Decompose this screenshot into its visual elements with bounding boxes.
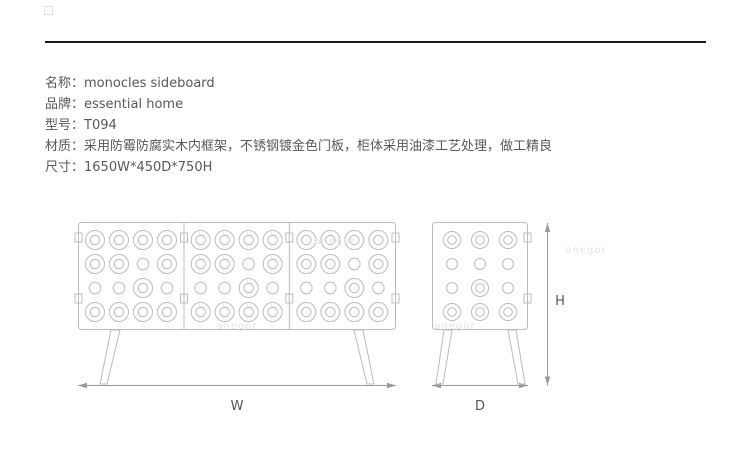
top-divider-line bbox=[45, 41, 706, 43]
spec-row-size: 尺寸：1650W*450D*750H bbox=[45, 157, 705, 178]
spec-label: 尺寸： bbox=[45, 160, 85, 175]
spec-label: 型号： bbox=[45, 118, 85, 133]
width-dimension-label: W bbox=[231, 399, 244, 414]
spec-value: T094 bbox=[84, 118, 117, 133]
spec-label: 材质： bbox=[45, 139, 85, 154]
spec-row-brand: 品牌：essential home bbox=[45, 94, 705, 115]
spec-label: 名称： bbox=[45, 76, 85, 91]
corner-mark bbox=[44, 6, 53, 15]
watermark-text: anegor bbox=[216, 321, 257, 332]
height-dimension-label: H bbox=[555, 294, 565, 309]
spec-value: 1650W*450D*750H bbox=[84, 160, 213, 175]
depth-dimension-label: D bbox=[475, 399, 485, 414]
spec-value: essential home bbox=[84, 97, 184, 112]
side-view bbox=[432, 222, 532, 385]
spec-row-name: 名称：monocles sideboard bbox=[45, 73, 705, 94]
spec-row-model: 型号：T094 bbox=[45, 115, 705, 136]
spec-value: 采用防霉防腐实木内框架，不锈钢镀金色门板，柜体采用油漆工艺处理，做工精良 bbox=[84, 139, 553, 154]
spec-list: 名称：monocles sideboard 品牌：essential home … bbox=[45, 73, 705, 178]
watermark-text: anegor bbox=[434, 321, 475, 332]
watermark-text: anegor bbox=[565, 245, 606, 256]
front-view bbox=[74, 222, 400, 385]
spec-label: 品牌： bbox=[45, 97, 85, 112]
spec-value: monocles sideboard bbox=[84, 76, 215, 91]
spec-row-material: 材质：采用防霉防腐实木内框架，不锈钢镀金色门板，柜体采用油漆工艺处理，做工精良 bbox=[45, 136, 705, 157]
watermark-text: anegor bbox=[314, 236, 355, 247]
